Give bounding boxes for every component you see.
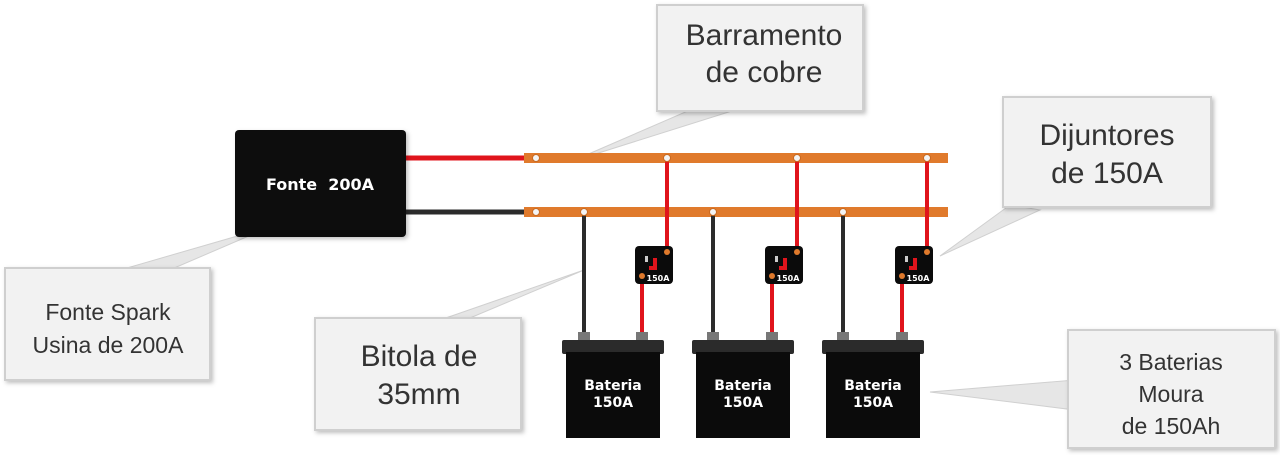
callout-barramento-line2: de cobre (706, 56, 823, 89)
positive-busbar (524, 153, 948, 163)
callout-fonte-line1: Fonte Spark (45, 299, 171, 325)
callout-bitola: Bitola de 35mm (314, 317, 522, 431)
battery-label-line1: Bateria (584, 378, 641, 394)
breaker-label: 150A (907, 274, 931, 283)
callout-disjuntores-line2: de 150A (1051, 157, 1163, 190)
breaker-label: 150A (647, 274, 671, 283)
breaker-2: 150A (765, 246, 803, 284)
callout-baterias: 3 Baterias Moura de 150Ah (1067, 329, 1276, 449)
callout-baterias-line1: 3 Baterias (1119, 349, 1223, 375)
negative-busbar (524, 207, 948, 217)
source-label: Fonte 200A (266, 175, 375, 194)
callout-bitola-line1: Bitola de (361, 340, 478, 373)
breaker-label: 150A (777, 274, 801, 283)
battery-3: Bateria 150A (822, 332, 924, 438)
callout-barramento-line1: Barramento (686, 19, 843, 52)
battery-label-line2: 150A (723, 395, 763, 411)
callout-barramento: Barramento de cobre (656, 4, 864, 112)
callout-baterias-line2: Moura (1138, 381, 1203, 407)
battery-label-line1: Bateria (714, 378, 771, 394)
callout-bitola-line2: 35mm (377, 378, 460, 411)
battery-1: Bateria 150A (562, 332, 664, 438)
battery-label-line2: 150A (593, 395, 633, 411)
busbar-bolts (532, 154, 931, 216)
callout-disjuntores: Dijuntores de 150A (1002, 96, 1212, 208)
battery-2: Bateria 150A (692, 332, 794, 438)
callout-fonte: Fonte Spark Usina de 200A (4, 267, 211, 381)
callout-baterias-line3: de 150Ah (1122, 413, 1220, 439)
callout-disjuntores-line1: Dijuntores (1039, 119, 1174, 152)
battery-label-line1: Bateria (844, 378, 901, 394)
callout-fonte-line2: Usina de 200A (33, 332, 185, 358)
battery-label-line2: 150A (853, 395, 893, 411)
breaker-1: 150A (635, 246, 673, 284)
power-source: Fonte 200A (235, 130, 406, 237)
breaker-3: 150A (895, 246, 933, 284)
